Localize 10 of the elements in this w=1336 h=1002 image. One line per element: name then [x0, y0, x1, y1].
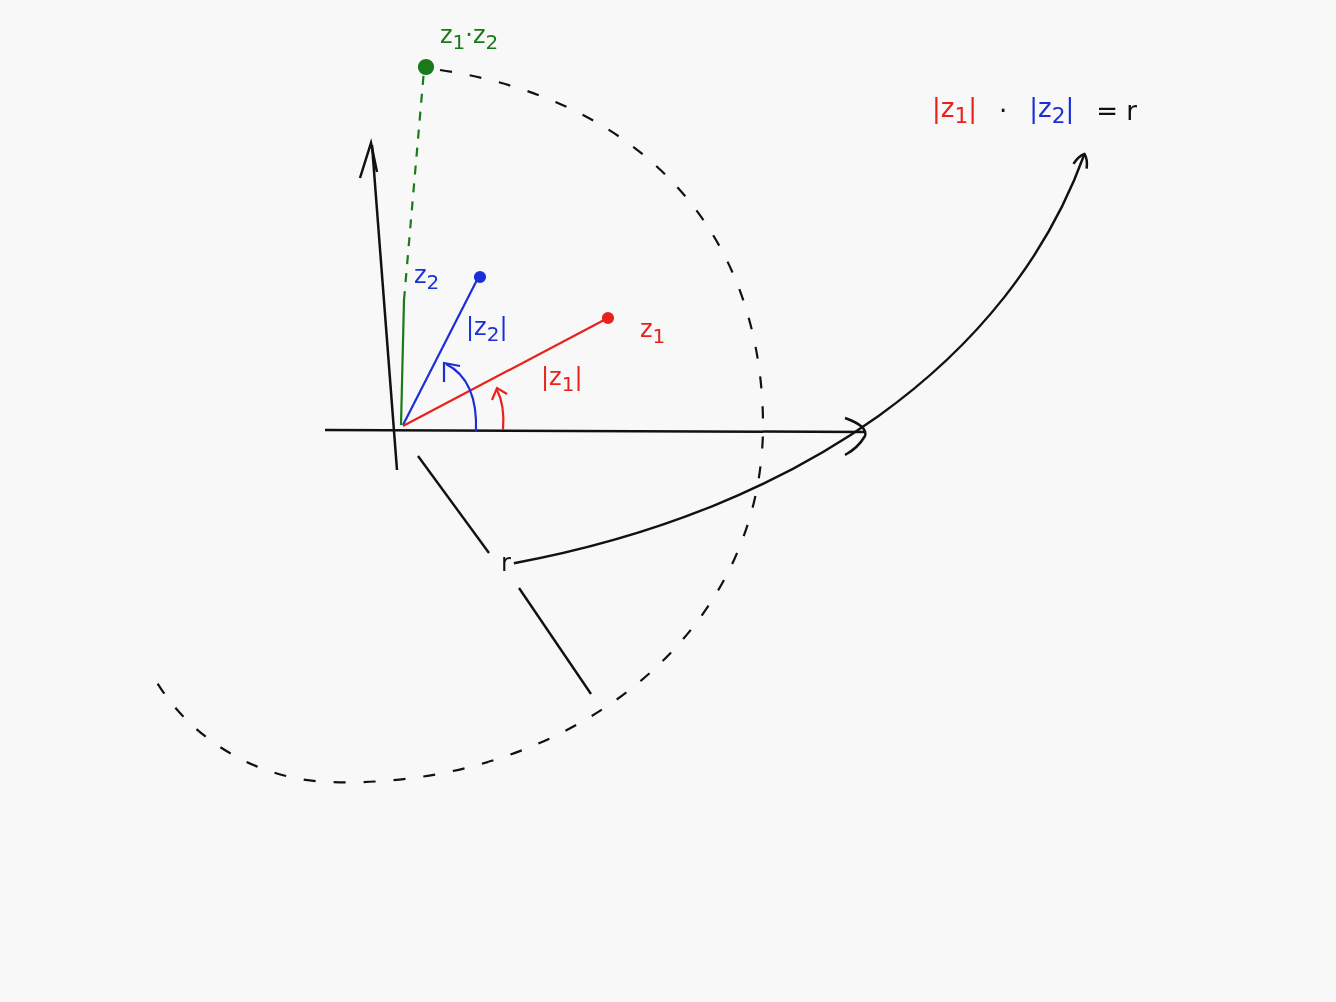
- equation-term: |z$_{1}$|: [932, 94, 977, 128]
- math-label: z$_{2}$: [414, 262, 440, 293]
- math-label: |z$_{2}$|: [466, 314, 508, 345]
- equation-term: = r: [1096, 96, 1137, 126]
- equation-term: |z$_{2}$|: [1029, 94, 1075, 128]
- math-label: |z$_{1}$|: [541, 364, 583, 395]
- radius-label: r: [498, 548, 514, 579]
- equation-term: ·: [998, 96, 1008, 126]
- math-label: z$_{1}$: [640, 316, 666, 347]
- math-label: z$_{1}$·z$_{2}$: [440, 22, 499, 53]
